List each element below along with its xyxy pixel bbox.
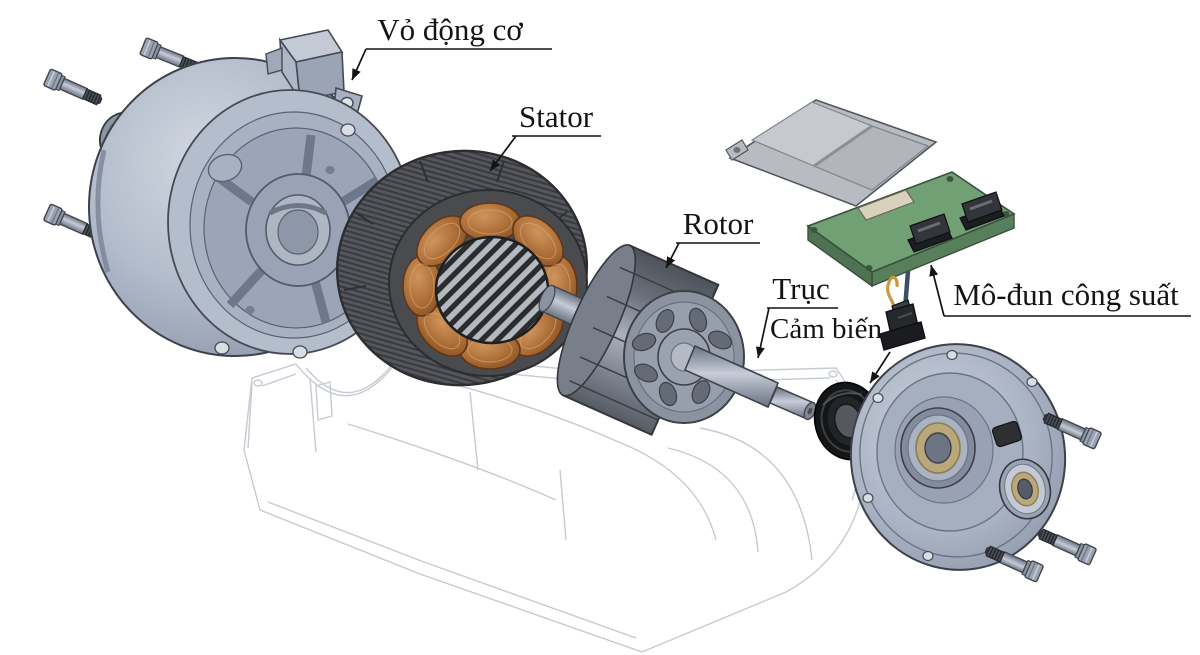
module-connector <box>959 191 1005 231</box>
mounting-bolt <box>42 67 106 111</box>
label-housing: Vỏ động cơ <box>351 12 552 81</box>
label-sensor: Cảm biến <box>770 313 891 384</box>
power-module <box>725 99 1016 288</box>
label-stator: Stator <box>489 99 601 172</box>
end-cover <box>849 343 1067 571</box>
stator-part <box>335 149 589 387</box>
ball-bearing-icon <box>900 407 976 489</box>
heatsink <box>725 99 938 207</box>
label-shaft: Trục <box>755 271 838 359</box>
module-connector <box>907 213 953 253</box>
rotor-part <box>538 244 817 437</box>
stator-label-text: Stator <box>519 99 594 134</box>
label-power-module: Mô-đun công suất <box>929 264 1191 317</box>
label-rotor: Rotor <box>665 206 760 269</box>
ball-bearing-icon <box>998 458 1052 520</box>
gold-wire <box>885 275 899 311</box>
rotor-label-text: Rotor <box>683 206 754 241</box>
sensor-connector <box>879 270 926 351</box>
shaft-label-text: Trục <box>772 271 829 306</box>
sensor-label-text: Cảm biến <box>770 313 882 345</box>
power-module-label-text: Mô-đun công suất <box>953 277 1179 312</box>
shaft-part <box>683 344 817 421</box>
mounting-bolt <box>1034 523 1098 567</box>
housing-label-text: Vỏ động cơ <box>377 12 523 47</box>
transparent-base-casing <box>243 353 868 653</box>
